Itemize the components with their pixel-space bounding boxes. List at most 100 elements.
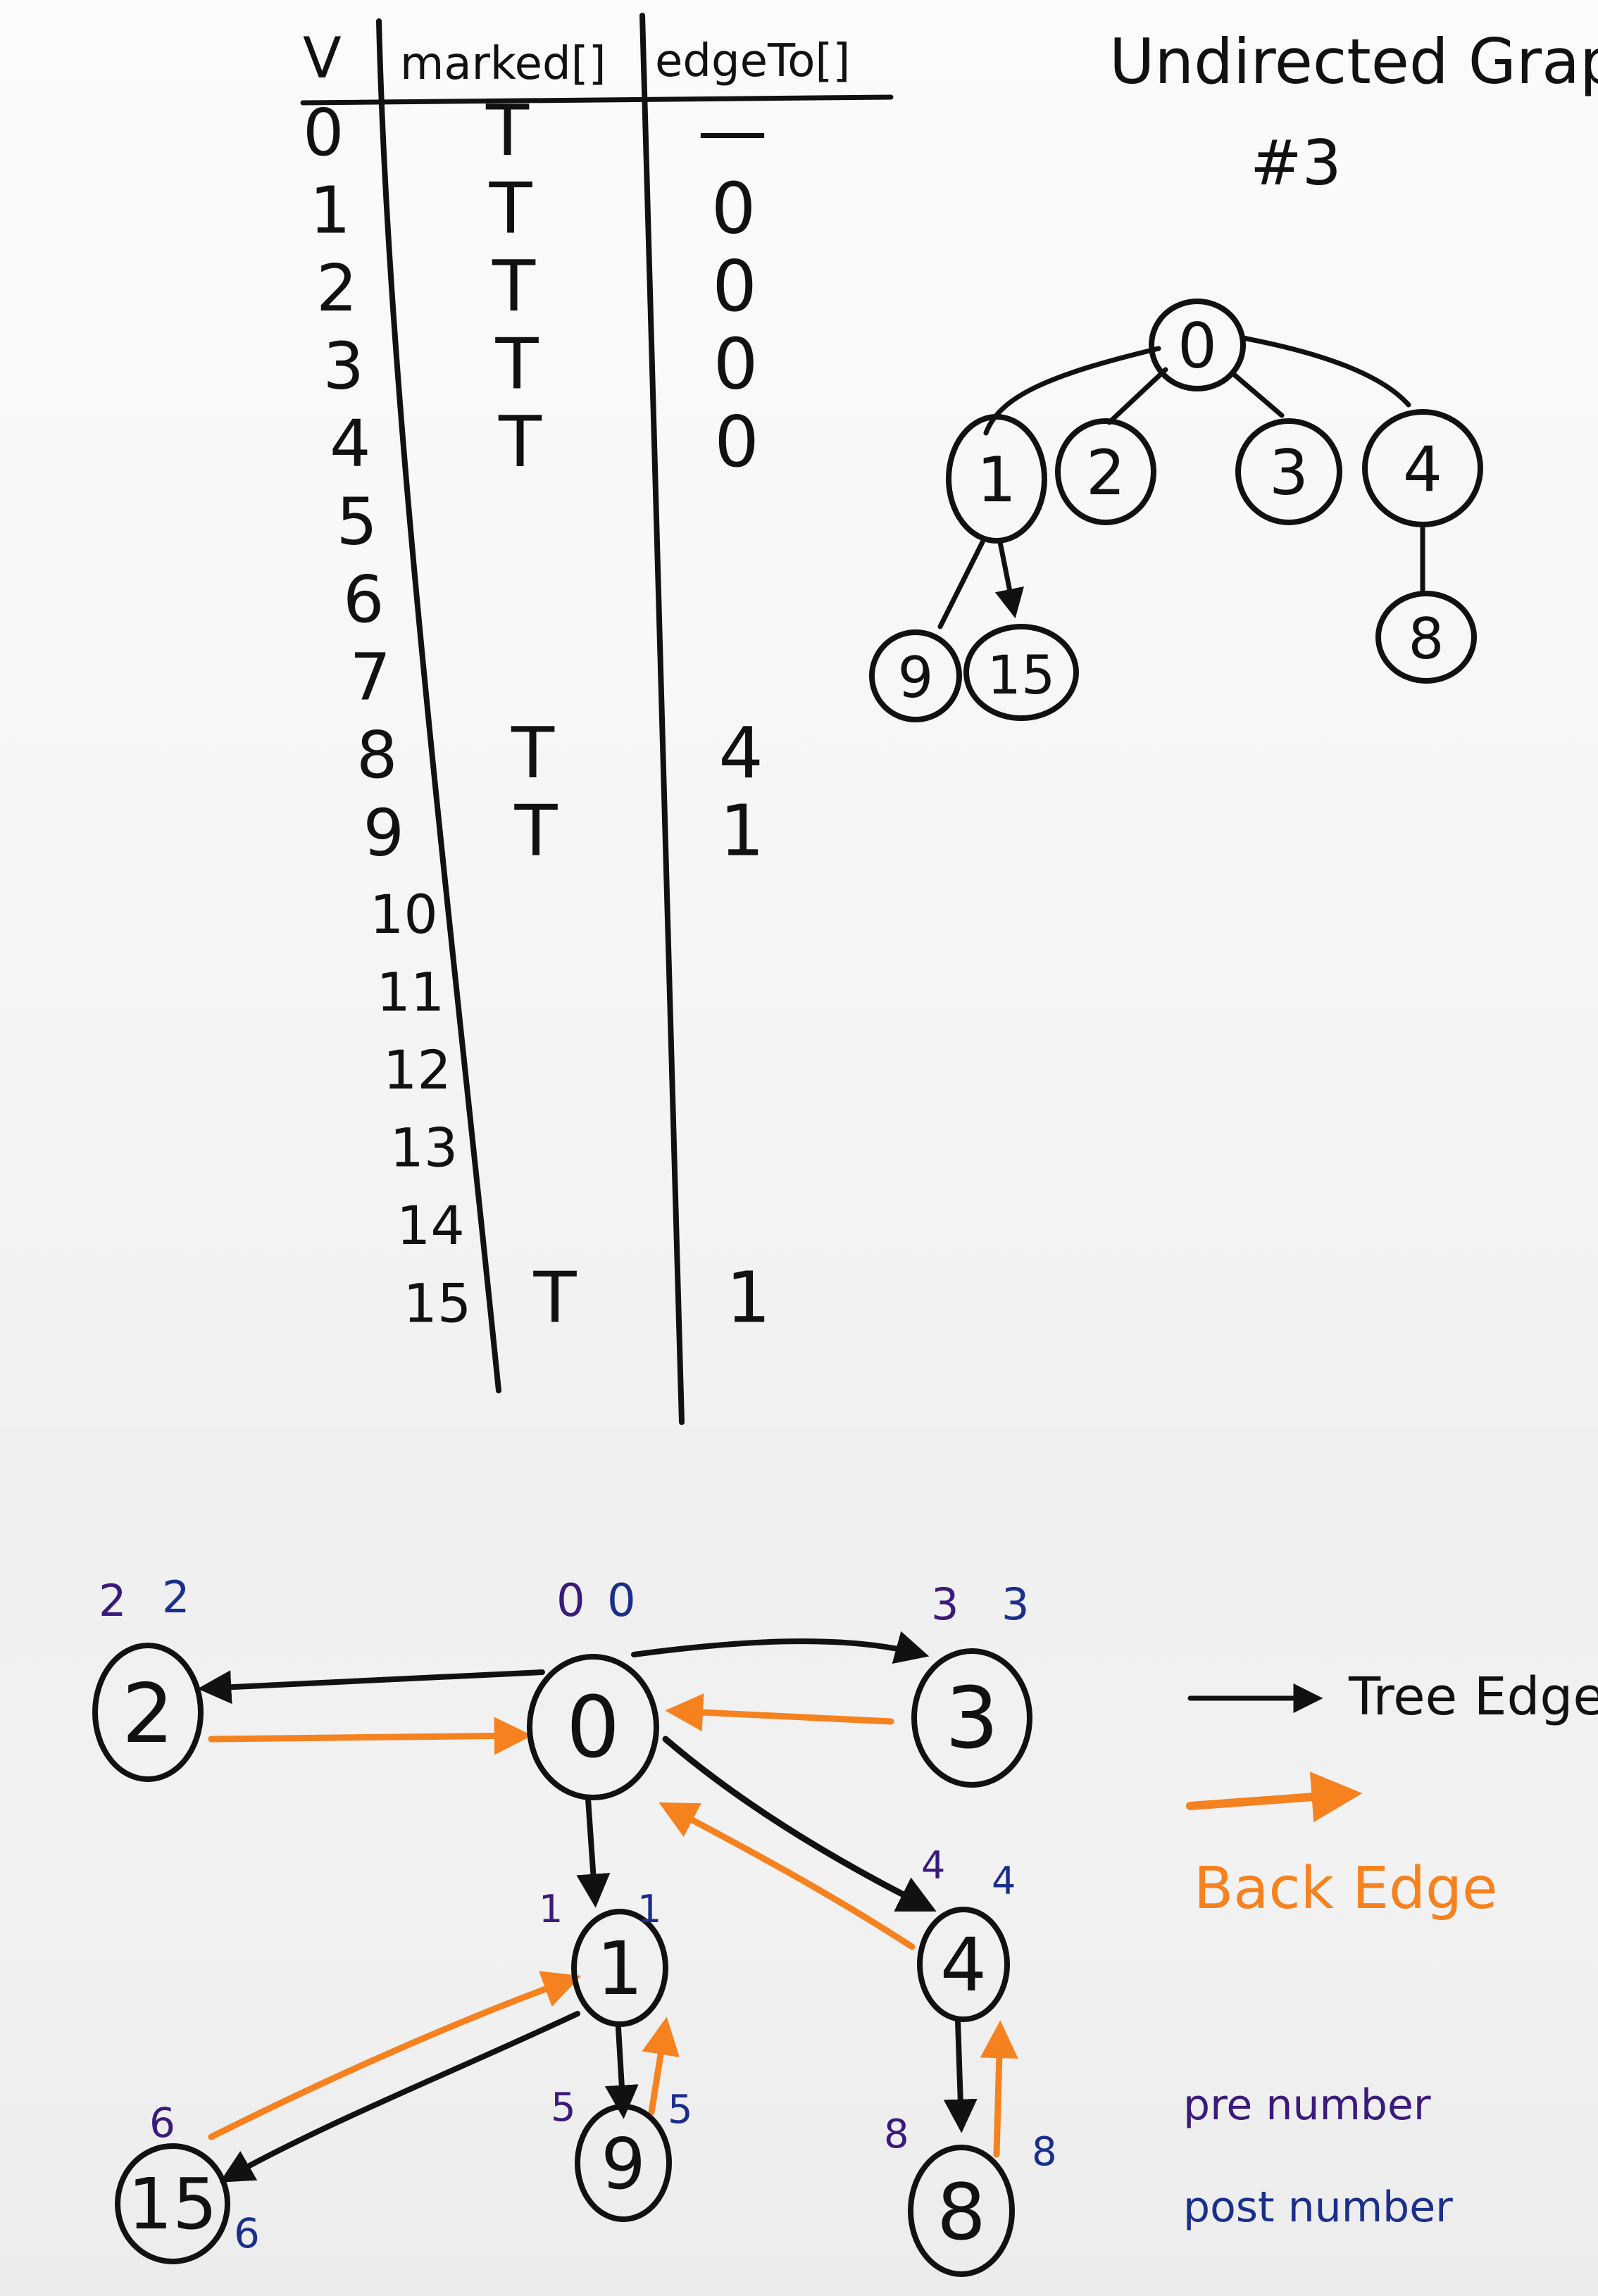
dfs-node-2: 2 2 2 <box>92 1572 204 1782</box>
board-subtitle: #3 <box>1250 127 1342 199</box>
tree-diagram: 0 1 2 3 4 9 15 8 <box>869 299 1483 722</box>
row-marked: T <box>492 245 536 327</box>
legend: Tree Edge Back Edge pre number post numb… <box>1183 1667 1598 2232</box>
dfs-node-15: 15 6 6 <box>115 2099 260 2264</box>
back-edge-9-1 <box>642 2016 680 2116</box>
row-vertex: 0 <box>303 95 344 170</box>
row-vertex: 4 <box>330 406 371 482</box>
dfs-node-label: 8 <box>937 2167 986 2257</box>
dfs-node-9: 9 5 5 <box>551 2085 693 2222</box>
row-vertex: 10 <box>370 883 438 946</box>
tree-edge-0-1 <box>576 1796 611 1908</box>
row-marked: T <box>533 1257 578 1339</box>
table-header-v: V <box>303 25 342 91</box>
dfs-node-3: 3 3 3 <box>911 1579 1032 1788</box>
table-row: 7 <box>350 640 392 715</box>
table-row: 10 <box>370 883 438 946</box>
table-row: 13 <box>390 1117 458 1179</box>
tree-node-label: 3 <box>1269 437 1309 509</box>
post-number: 3 <box>1001 1579 1029 1630</box>
pre-number: 2 <box>99 1575 126 1626</box>
whiteboard-bottom-panel <box>0 1429 1598 2296</box>
dfs-node-label: 0 <box>566 1679 620 1777</box>
tree-node-3: 3 <box>1235 418 1342 525</box>
row-edgeto: — <box>697 89 768 172</box>
tree-node-label: 15 <box>987 644 1056 706</box>
pre-number: 3 <box>931 1579 959 1630</box>
table-row: 5 <box>337 484 378 560</box>
row-marked: T <box>511 712 555 794</box>
row-edgeto: 1 <box>726 1257 771 1339</box>
pre-number: 1 <box>539 1887 563 1931</box>
tree-edge-0-3 <box>631 1631 930 1664</box>
table-row: 12 <box>383 1039 451 1101</box>
tree-node-1: 1 <box>946 414 1047 544</box>
table-header-marked: marked[] <box>400 38 606 90</box>
table-header-rule <box>300 94 894 106</box>
tree-node-15: 15 <box>963 624 1079 721</box>
dfs-node-label: 1 <box>597 1926 643 2012</box>
post-number: 8 <box>1032 2129 1057 2175</box>
row-vertex: 2 <box>316 251 358 326</box>
legend-pre-number-label: pre number <box>1183 2081 1431 2130</box>
board-title: Undirected Graphs <box>1109 25 1598 98</box>
tree-node-label: 9 <box>898 645 934 710</box>
back-edge-3-0 <box>665 1693 894 1732</box>
table-column-divider-2 <box>639 13 685 1425</box>
row-edgeto: 0 <box>713 323 759 406</box>
row-vertex: 8 <box>356 717 398 793</box>
back-edge-2-0 <box>208 1717 532 1755</box>
post-number: 4 <box>992 1859 1016 1903</box>
legend-back-edge-label: Back Edge <box>1194 1855 1498 1922</box>
row-edgeto: 4 <box>718 712 763 794</box>
row-vertex: 3 <box>323 329 365 404</box>
pre-number: 8 <box>884 2112 909 2157</box>
tree-edge-0-2 <box>1106 367 1168 425</box>
dfs-diagram: 0 0 0 2 2 2 3 3 3 1 1 1 4 4 4 <box>92 1572 1057 2277</box>
dfs-node-label: 4 <box>940 1922 987 2008</box>
tree-node-label: 1 <box>977 444 1016 516</box>
whiteboard-top-panel <box>0 0 1598 1429</box>
table-row: 15 T 1 <box>404 1257 771 1339</box>
tree-edge-1-9 <box>937 539 985 629</box>
row-vertex: 15 <box>404 1272 472 1335</box>
tree-edge-4-8 <box>943 2018 978 2133</box>
tree-edge-0-4 <box>1240 335 1411 408</box>
tree-node-0: 0 <box>1149 299 1246 391</box>
table-column-divider-1 <box>376 18 501 1393</box>
dfs-node-label: 3 <box>945 1670 999 1768</box>
pre-number: 6 <box>149 2099 175 2147</box>
row-edgeto: 0 <box>712 245 757 327</box>
row-vertex: 12 <box>383 1039 451 1101</box>
tree-edge-0-4 <box>662 1736 937 1912</box>
dfs-node-4: 4 4 4 <box>917 1843 1016 2022</box>
post-number: 6 <box>234 2209 260 2257</box>
table-header-edgeto: edgeTo[] <box>655 35 850 87</box>
pre-number: 5 <box>551 2085 576 2131</box>
row-vertex: 14 <box>397 1194 465 1257</box>
table-row: 6 <box>343 562 385 637</box>
tree-edge-1-9 <box>604 2025 639 2119</box>
tree-node-label: 8 <box>1409 606 1444 672</box>
row-edgeto: 1 <box>720 790 765 872</box>
back-edge-4-0 <box>658 1802 916 1950</box>
tree-node-9: 9 <box>869 629 962 722</box>
pre-number: 4 <box>921 1843 945 1888</box>
row-edgeto: 0 <box>714 401 759 483</box>
tree-edge-1-15 <box>219 2011 580 2183</box>
pre-number: 0 <box>556 1575 585 1627</box>
tree-node-label: 2 <box>1086 437 1125 509</box>
table-row: 14 <box>397 1194 465 1257</box>
tree-node-8: 8 <box>1375 591 1477 684</box>
table-row: 4 T 0 <box>330 401 759 483</box>
dfs-node-label: 2 <box>122 1667 174 1762</box>
row-vertex: 11 <box>377 961 445 1024</box>
row-marked: T <box>498 401 542 483</box>
tree-edge-1-15 <box>994 539 1025 619</box>
